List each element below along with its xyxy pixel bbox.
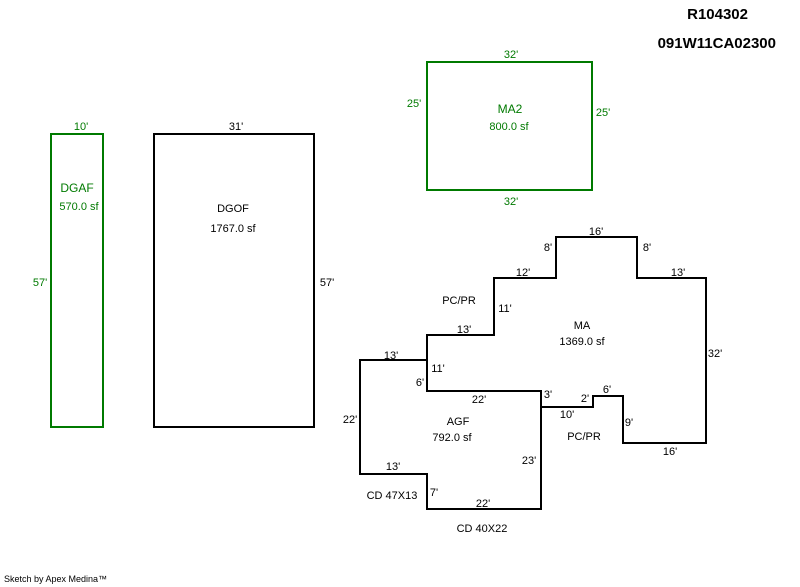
dim-ma-22: 22' <box>472 394 486 406</box>
dim-ma2-bottom: 32' <box>504 196 518 208</box>
dim-cd-22-left: 22' <box>343 414 357 426</box>
dim-ma-10: 10' <box>560 409 574 421</box>
dim-cd-7: 7' <box>430 487 438 499</box>
area-dgof-size: 1767.0 sf <box>210 223 256 235</box>
area-ma-size: 1369.0 sf <box>559 336 605 348</box>
dim-ma2-top: 32' <box>504 49 518 61</box>
dim-cd-13-top: 13' <box>384 350 398 362</box>
label-pcpr-bottom: PC/PR <box>567 431 601 443</box>
dim-cd-22-bottom: 22' <box>476 498 490 510</box>
dim-ma-16-bottom: 16' <box>663 446 677 458</box>
dim-ma-32: 32' <box>708 348 722 360</box>
dim-ma-2: 2' <box>581 393 589 405</box>
area-agf-size: 792.0 sf <box>432 432 472 444</box>
label-cd-47x13: CD 47X13 <box>367 490 418 502</box>
area-dgaf-name: DGAF <box>60 181 93 195</box>
footer-credit: Sketch by Apex Medina™ <box>4 574 108 584</box>
area-ma-name: MA <box>574 320 591 332</box>
dim-ma-11-left: 11' <box>431 363 445 375</box>
dgof-outline <box>153 133 315 428</box>
dim-ma-8-left: 8' <box>544 242 552 254</box>
area-dgof: 31' 57' DGOF 1767.0 sf <box>153 121 334 428</box>
dim-cd-13-bottom: 13' <box>386 461 400 473</box>
dim-ma-12: 12' <box>516 267 530 279</box>
area-ma2-name: MA2 <box>498 102 523 116</box>
area-ma2-size: 800.0 sf <box>489 121 529 133</box>
parcel-id: R104302 <box>687 6 748 23</box>
dim-ma-9: 9' <box>625 417 633 429</box>
dim-ma-6-notch: 6' <box>603 384 611 396</box>
map-id: 091W11CA02300 <box>657 35 776 52</box>
dim-ma-6-left: 6' <box>416 377 424 389</box>
area-agf: AGF 792.0 sf 13' 22' 13' 7' 22' 23' <box>343 350 542 510</box>
label-pcpr-top: PC/PR <box>442 295 476 307</box>
dgaf-outline <box>50 133 104 428</box>
area-dgof-name: DGOF <box>217 203 249 215</box>
dim-dgof-top: 31' <box>229 121 243 133</box>
dim-ma-16-top: 16' <box>589 226 603 238</box>
area-dgaf-size: 570.0 sf <box>59 201 99 213</box>
dim-agf-23: 23' <box>522 455 536 467</box>
area-ma2: 32' 32' 25' 25' MA2 800.0 sf <box>407 49 610 208</box>
dim-ma-3: 3' <box>544 389 552 401</box>
dim-dgaf-top: 10' <box>74 121 88 133</box>
dim-dgaf-left: 57' <box>33 277 47 289</box>
dim-ma-11-step: 11' <box>498 303 512 315</box>
dim-dgof-right: 57' <box>320 277 334 289</box>
label-cd-40x22: CD 40X22 <box>457 523 508 535</box>
agf-outline <box>359 359 542 510</box>
dim-ma-8-right: 8' <box>643 242 651 254</box>
dim-ma-13-right: 13' <box>671 267 685 279</box>
dim-ma2-left: 25' <box>407 98 421 110</box>
dim-ma2-right: 25' <box>596 107 610 119</box>
area-agf-name: AGF <box>447 416 470 428</box>
dim-ma-13-step: 13' <box>457 324 471 336</box>
area-dgaf: 10' 57' DGAF 570.0 sf <box>33 121 104 428</box>
ma2-outline <box>426 61 593 191</box>
